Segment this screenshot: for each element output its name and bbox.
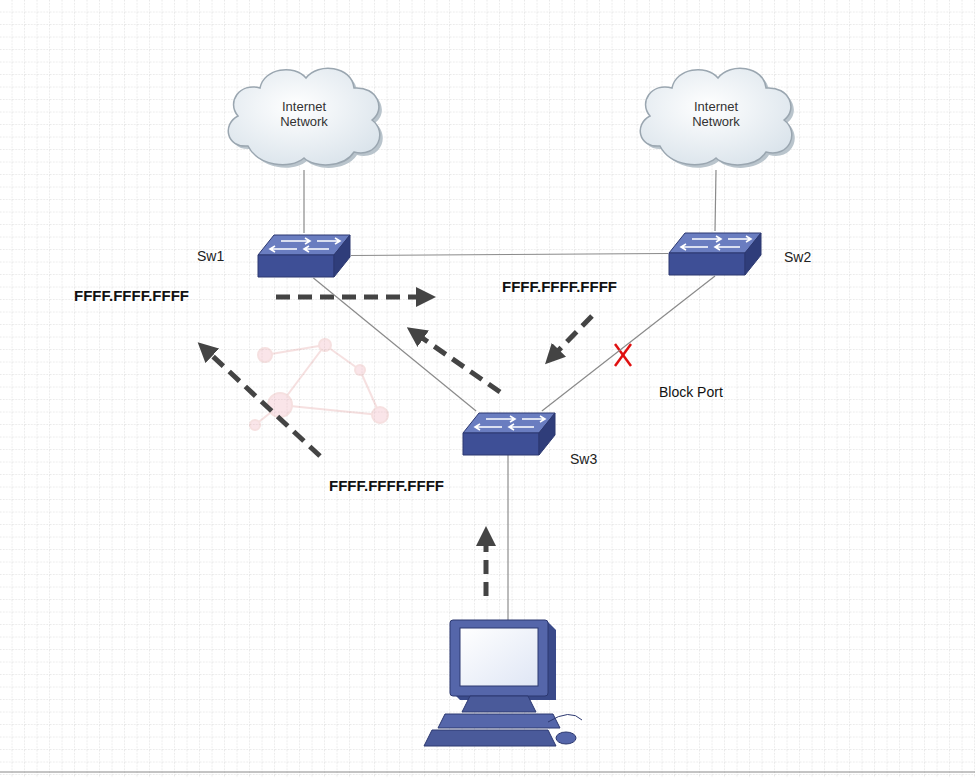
- switch-icon: [257, 233, 351, 278]
- internet-cloud: Internet Network: [218, 58, 390, 170]
- mac-address-label: FFFF.FFFF.FFFF: [74, 287, 189, 304]
- broadcast-arrows: [205, 297, 592, 596]
- switch-name: Sw1: [197, 248, 224, 264]
- pc-icon: [424, 620, 582, 746]
- network-switch: Sw2: [668, 231, 762, 276]
- network-switch: Sw1: [257, 233, 351, 278]
- switch-name: Sw3: [570, 451, 597, 467]
- watermark-graphic: [250, 339, 388, 430]
- network-link: [715, 170, 716, 231]
- port-label: Block Port: [659, 384, 723, 400]
- switch-icon: [668, 231, 762, 276]
- mac-address-label: FFFF.FFFF.FFFF: [329, 477, 444, 494]
- cloud-label: Internet Network: [681, 99, 751, 129]
- switch-icon: [462, 411, 556, 456]
- cloud-label: Internet Network: [269, 99, 339, 129]
- switch-name: Sw2: [784, 249, 811, 265]
- mac-address-label: FFFF.FFFF.FFFF: [502, 278, 617, 295]
- network-link: [313, 278, 476, 411]
- network-switch: Sw3: [462, 411, 556, 456]
- pc-wire: [508, 455, 509, 622]
- network-link: [303, 170, 304, 233]
- internet-cloud: Internet Network: [630, 58, 802, 170]
- network-link: [351, 254, 668, 256]
